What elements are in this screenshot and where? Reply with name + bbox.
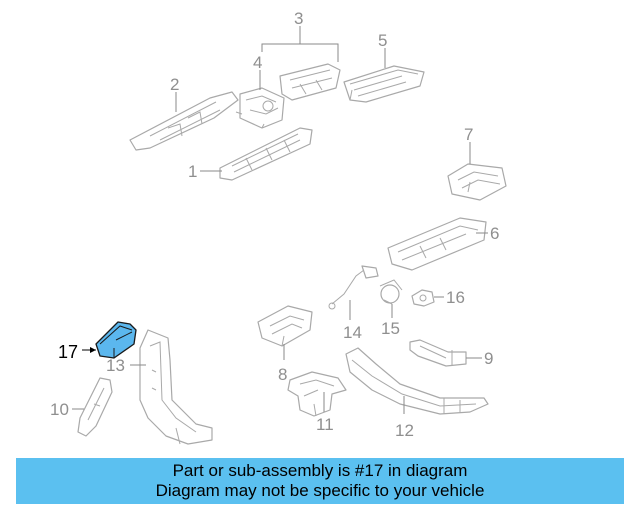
banner-line-1: Part or sub-assembly is #17 in diagram: [172, 461, 468, 480]
callout-4[interactable]: 4: [253, 53, 262, 72]
part-15-motor: 15: [379, 279, 403, 338]
parts-diagram: 2 4 3 5 1 7 6: [50, 9, 507, 445]
callout-6[interactable]: 6: [490, 224, 499, 243]
callout-3[interactable]: 3: [294, 9, 303, 28]
part-13-duct: 13: [106, 329, 213, 445]
part-4-actuator: 4: [235, 53, 285, 129]
callout-16[interactable]: 16: [446, 288, 465, 307]
callout-14[interactable]: 14: [343, 323, 362, 342]
part-14-cable: 14: [328, 265, 379, 342]
banner-line-2: Diagram may not be specific to your vehi…: [155, 481, 485, 500]
callout-2[interactable]: 2: [170, 75, 179, 94]
callout-5[interactable]: 5: [378, 31, 387, 50]
callout-8[interactable]: 8: [278, 365, 287, 384]
part-3-grille: 3: [261, 9, 341, 101]
part-1-vent: 1: [188, 127, 313, 181]
callout-1[interactable]: 1: [188, 162, 197, 181]
callout-17[interactable]: 17: [58, 342, 78, 362]
part-6-vent: 6: [387, 217, 499, 271]
callout-11[interactable]: 11: [316, 415, 334, 434]
part-12-duct: 12: [345, 347, 489, 440]
part-17-highlighted[interactable]: 17: [58, 321, 137, 362]
callout-15[interactable]: 15: [381, 319, 400, 338]
part-9-duct: 9: [409, 339, 493, 368]
callout-7[interactable]: 7: [464, 125, 473, 144]
part-7-vent: 7: [447, 125, 507, 201]
part-8-vent: 8: [257, 305, 313, 384]
part-11-duct: 11: [287, 371, 347, 434]
callout-9[interactable]: 9: [484, 349, 493, 368]
info-banner: Part or sub-assembly is #17 in diagram D…: [16, 458, 624, 504]
callout-12[interactable]: 12: [395, 421, 414, 440]
part-16-clip: 16: [411, 288, 465, 307]
callout-13[interactable]: 13: [106, 356, 125, 375]
callout-10[interactable]: 10: [50, 400, 69, 419]
part-2-duct: 2: [129, 75, 239, 151]
part-5-filter: 5: [343, 31, 425, 103]
part-10-bracket: 10: [50, 377, 113, 437]
